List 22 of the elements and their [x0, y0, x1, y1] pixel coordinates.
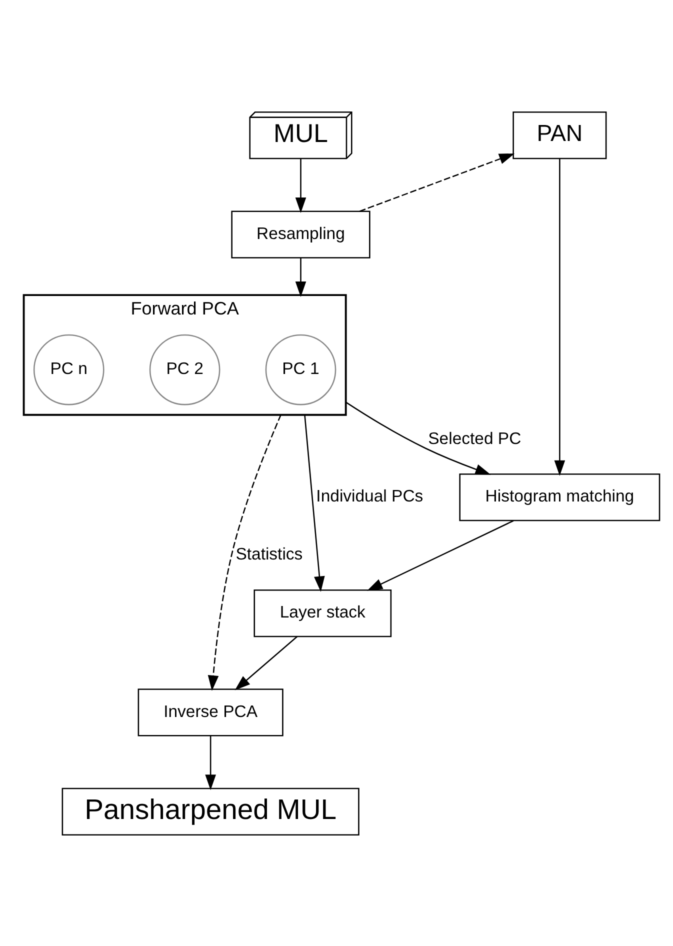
- arrow: [295, 158, 306, 213]
- arrow: [208, 414, 282, 690]
- node-box: Pansharpened MUL: [62, 787, 360, 835]
- arrow: [205, 735, 216, 790]
- node-box: Resampling: [231, 210, 370, 258]
- edge-label: Statistics: [236, 544, 303, 564]
- node-box: PAN: [512, 111, 607, 159]
- arrow: [234, 636, 298, 690]
- arrow: [367, 520, 514, 590]
- arrow: [295, 257, 306, 297]
- arrow: [359, 152, 515, 212]
- node-box: Inverse PCA: [138, 688, 284, 736]
- arrow: [554, 158, 566, 476]
- node-circle: PC n: [33, 334, 104, 405]
- edge-label: Individual PCs: [316, 486, 424, 506]
- node-box: Layer stack: [254, 588, 392, 637]
- edge-label: Selected PC: [428, 428, 522, 448]
- node-circle: PC 1: [265, 334, 336, 405]
- node-box: Histogram matching: [459, 473, 660, 521]
- arrow: [345, 401, 491, 474]
- arrow: [304, 414, 325, 592]
- node-circle: PC 2: [149, 334, 220, 405]
